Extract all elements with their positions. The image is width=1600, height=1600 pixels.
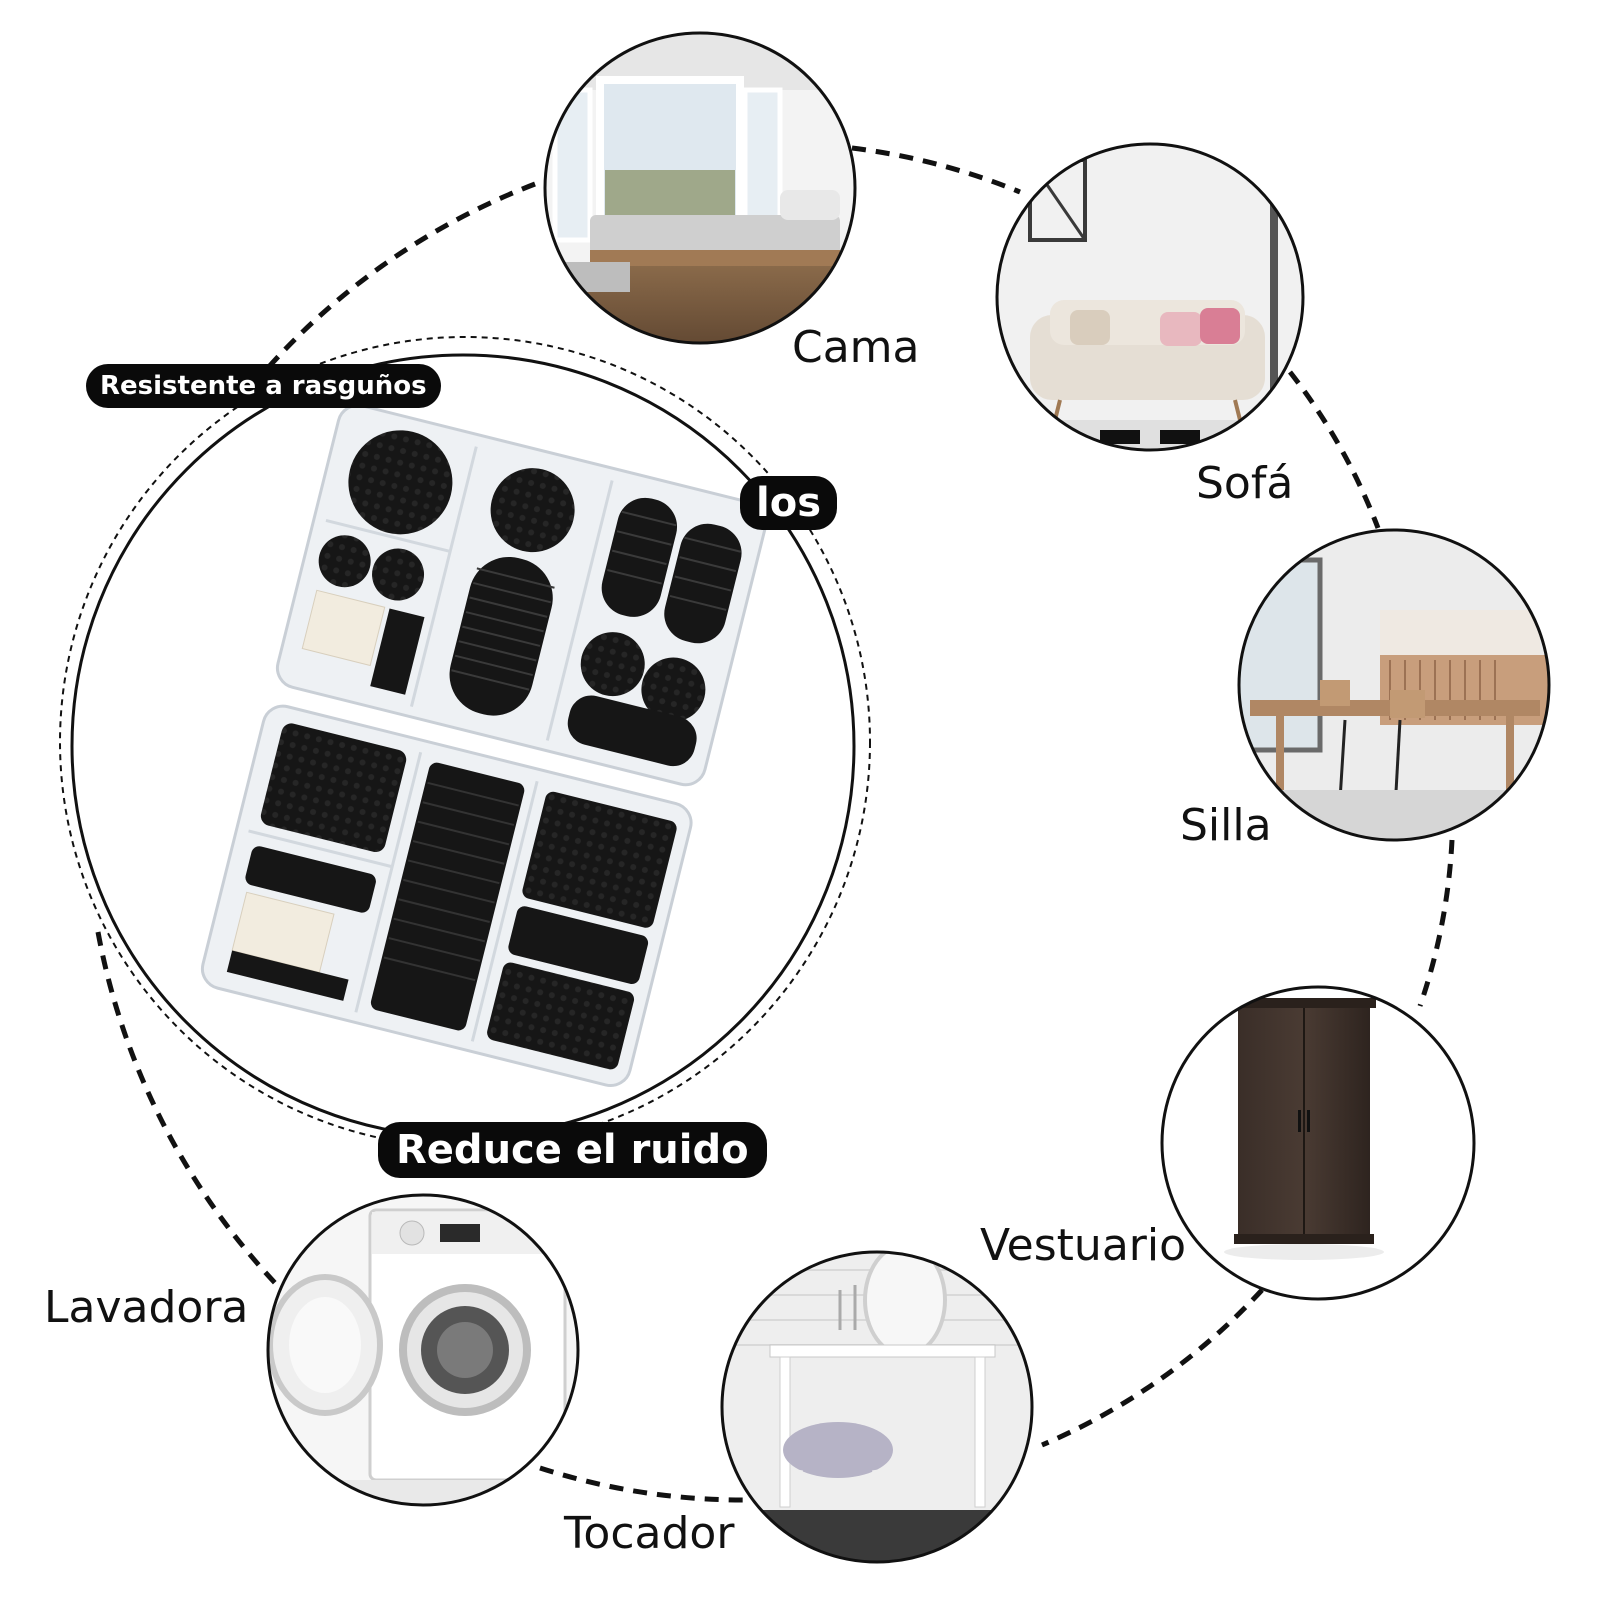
bed-photo — [543, 31, 857, 345]
bed-label: Cama — [792, 322, 920, 373]
vanity-photo — [720, 1250, 1034, 1564]
noise-reduction-badge: Reduce el ruido — [378, 1122, 767, 1178]
scratch-resistant-badge: Resistente a rasguños — [86, 364, 441, 408]
dashed-connector-ring — [95, 145, 1455, 1503]
sofa-photo — [995, 142, 1305, 452]
rubber-pads-kit — [200, 403, 768, 1087]
washer-label: Lavadora — [44, 1282, 249, 1333]
vanity-label: Tocador — [564, 1508, 735, 1559]
wardrobe-photo — [1160, 985, 1476, 1301]
washing-machine-photo — [266, 1193, 580, 1507]
dining-chair-photo — [1237, 528, 1551, 842]
partial-word-badge: los — [740, 476, 837, 530]
sofa-label: Sofá — [1196, 458, 1294, 509]
chair-label: Silla — [1180, 800, 1272, 851]
wardrobe-label: Vestuario — [980, 1220, 1187, 1271]
